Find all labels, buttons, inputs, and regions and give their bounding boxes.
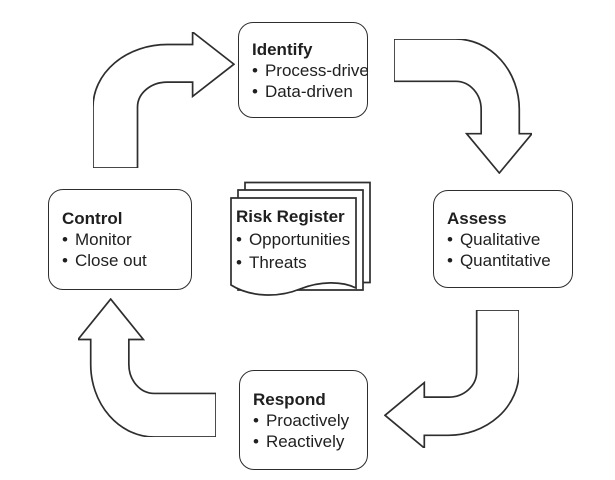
bullet-glyph: • xyxy=(252,60,258,80)
risk-register-item-1-text: Opportunities xyxy=(248,230,351,249)
risk-register-label-block: Risk Register • Opportunities • Threats xyxy=(236,205,354,274)
node-identify-item-1: • Process-drive xyxy=(252,60,369,81)
arrow-assess-to-respond-icon xyxy=(384,310,519,448)
node-identify-title: Identify xyxy=(252,39,313,59)
bullet-glyph: • xyxy=(253,410,259,430)
node-assess-item-1-text: Qualitative xyxy=(459,229,541,249)
node-identify-item-2: • Data-driven xyxy=(252,81,363,102)
node-respond-item-2-text: Reactively xyxy=(265,431,345,451)
node-control: Control • Monitor • Close out xyxy=(48,189,192,290)
node-control-item-2-text: Close out xyxy=(74,251,147,270)
bullet-glyph: • xyxy=(252,81,258,101)
node-control-title: Control xyxy=(62,209,123,228)
bullet-glyph: • xyxy=(236,253,242,272)
risk-register-item-2-text: Threats xyxy=(248,253,307,272)
node-control-item-1-text: Monitor xyxy=(74,230,132,249)
bullet-glyph: • xyxy=(62,230,68,249)
arrow-identify-to-assess-icon xyxy=(394,39,532,174)
node-respond-item-1: • Proactively xyxy=(253,410,363,431)
risk-register-title: Risk Register xyxy=(236,207,345,226)
arrow-control-to-identify-icon xyxy=(93,32,235,168)
bullet-glyph: • xyxy=(447,250,453,270)
node-identify-item-2-text: Data-driven xyxy=(264,81,353,101)
bullet-glyph: • xyxy=(447,229,453,249)
node-assess-item-1: • Qualitative xyxy=(447,229,568,250)
document-stack-icon xyxy=(228,181,374,303)
bullet-glyph: • xyxy=(236,230,242,249)
document-page-front xyxy=(231,198,356,295)
bullet-glyph: • xyxy=(62,251,68,270)
node-assess-title: Assess xyxy=(447,208,507,228)
node-respond-title: Respond xyxy=(253,389,326,409)
node-assess: Assess • Qualitative • Quantitative xyxy=(433,190,573,288)
risk-register-item-1: • Opportunities xyxy=(236,228,354,251)
node-assess-item-2: • Quantitative xyxy=(447,250,568,271)
node-control-item-1: • Monitor xyxy=(62,229,187,250)
bullet-glyph: • xyxy=(253,431,259,451)
arrow-respond-to-control-icon xyxy=(78,298,216,437)
node-respond-item-1-text: Proactively xyxy=(265,410,350,430)
node-respond: Respond • Proactively • Reactively xyxy=(239,370,368,470)
node-assess-item-2-text: Quantitative xyxy=(459,250,551,270)
node-identify: Identify • Process-drive • Data-driven xyxy=(238,22,369,118)
node-control-item-2: • Close out xyxy=(62,250,187,271)
node-respond-item-2: • Reactively xyxy=(253,431,363,452)
risk-register-item-2: • Threats xyxy=(236,251,354,274)
node-identify-item-1-text: Process-drive xyxy=(264,60,369,80)
